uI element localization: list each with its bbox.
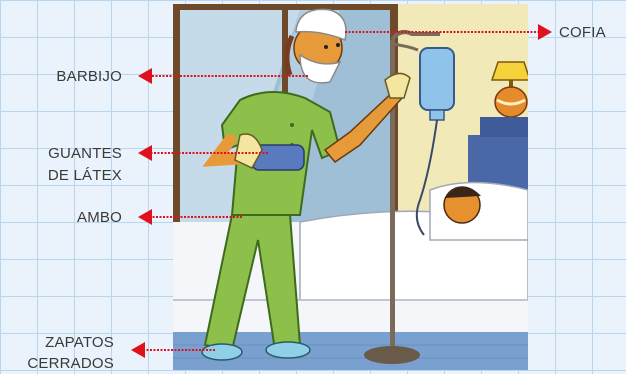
label-ambo: AMBO (10, 208, 122, 227)
label-cofia: COFIA (559, 23, 606, 42)
label-guantes-line2: DE LÁTEX (10, 166, 122, 185)
label-barbijo: BARBIJO (10, 67, 122, 86)
label-guantes-line1: GUANTES (10, 144, 122, 163)
label-zapatos-line1: ZAPATOS (2, 333, 114, 352)
label-zapatos-line2: CERRADOS (2, 354, 114, 373)
